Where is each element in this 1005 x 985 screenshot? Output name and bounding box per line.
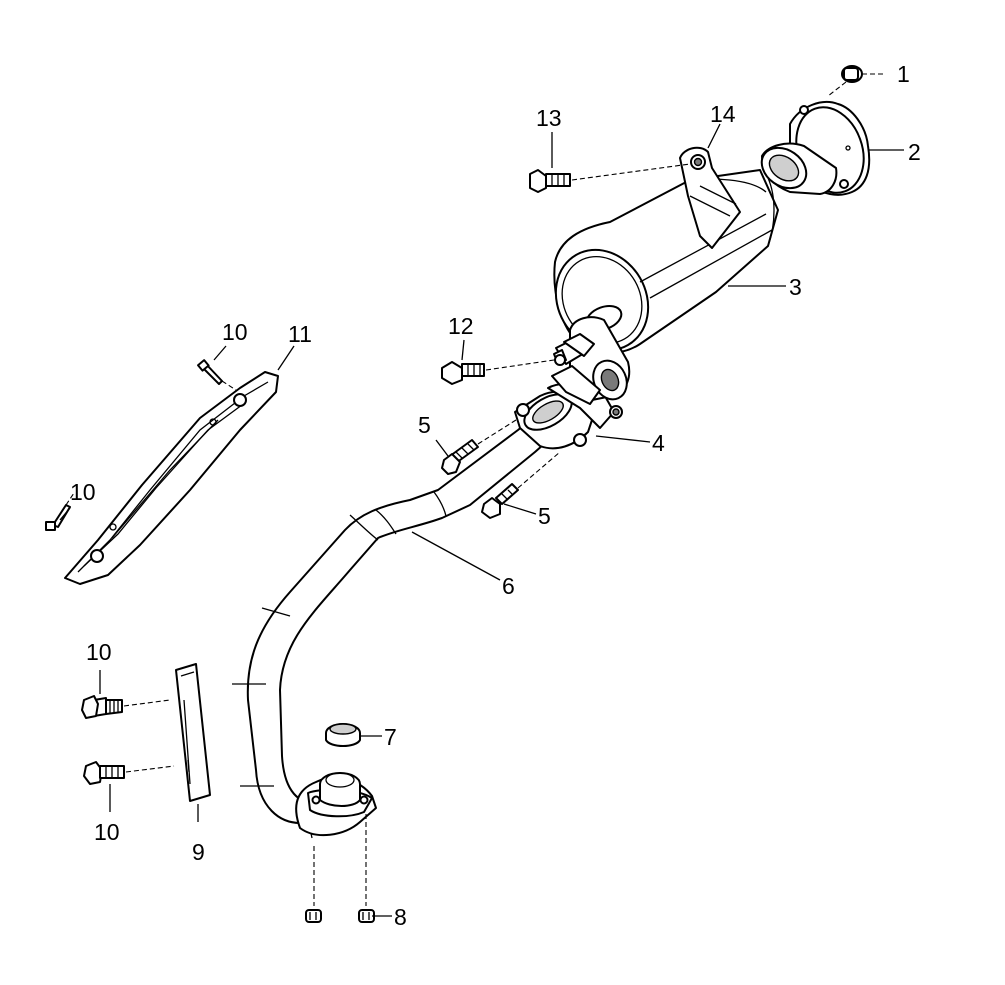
leader-lines — [59, 123, 904, 917]
callout-5-lower: 5 — [538, 503, 551, 529]
callout-14: 14 — [710, 101, 736, 127]
clamp-bolt-upper — [441, 419, 517, 475]
end-cap-screw — [827, 65, 886, 97]
callout-10-bracket-upper: 10 — [86, 639, 112, 665]
bracket-bolt-lower — [83, 761, 175, 785]
callout-7: 7 — [384, 724, 397, 750]
callout-6: 6 — [502, 573, 515, 599]
inlet-clamp-bolt — [441, 359, 555, 385]
callout-4: 4 — [652, 430, 665, 456]
exhaust-pipe — [232, 411, 561, 839]
exhaust-mount-bracket — [175, 663, 211, 802]
muffler-inlet-pipe — [551, 316, 631, 419]
callout-13: 13 — [536, 105, 562, 131]
callout-10-heatshield-lower: 10 — [70, 479, 96, 505]
muffler-mount-bolt — [529, 163, 691, 193]
flange-nut-right — [358, 814, 375, 923]
callout-5-upper: 5 — [418, 412, 431, 438]
callout-10-heatshield-upper: 10 — [222, 319, 248, 345]
exhaust-gasket — [325, 723, 361, 747]
header-flange — [295, 772, 377, 837]
heat-shield-bolt-upper — [197, 359, 237, 391]
muffler-mount-tab — [679, 146, 741, 249]
callout-8: 8 — [394, 904, 407, 930]
callout-11: 11 — [288, 321, 312, 347]
callout-3: 3 — [789, 274, 802, 300]
callout-2: 2 — [908, 139, 921, 165]
pipe-clamp — [514, 382, 615, 450]
bracket-bolt-upper — [81, 695, 171, 719]
muffler-end-cap — [760, 101, 871, 196]
callout-10-bracket-lower: 10 — [94, 819, 120, 845]
callout-1: 1 — [897, 61, 910, 87]
flange-nut-left — [305, 846, 322, 923]
heat-shield-bolt-lower — [45, 492, 75, 531]
callout-9: 9 — [192, 839, 205, 865]
clamp-bolt-lower — [481, 451, 561, 519]
callout-12: 12 — [448, 313, 474, 339]
heat-shield-plate — [64, 371, 279, 585]
